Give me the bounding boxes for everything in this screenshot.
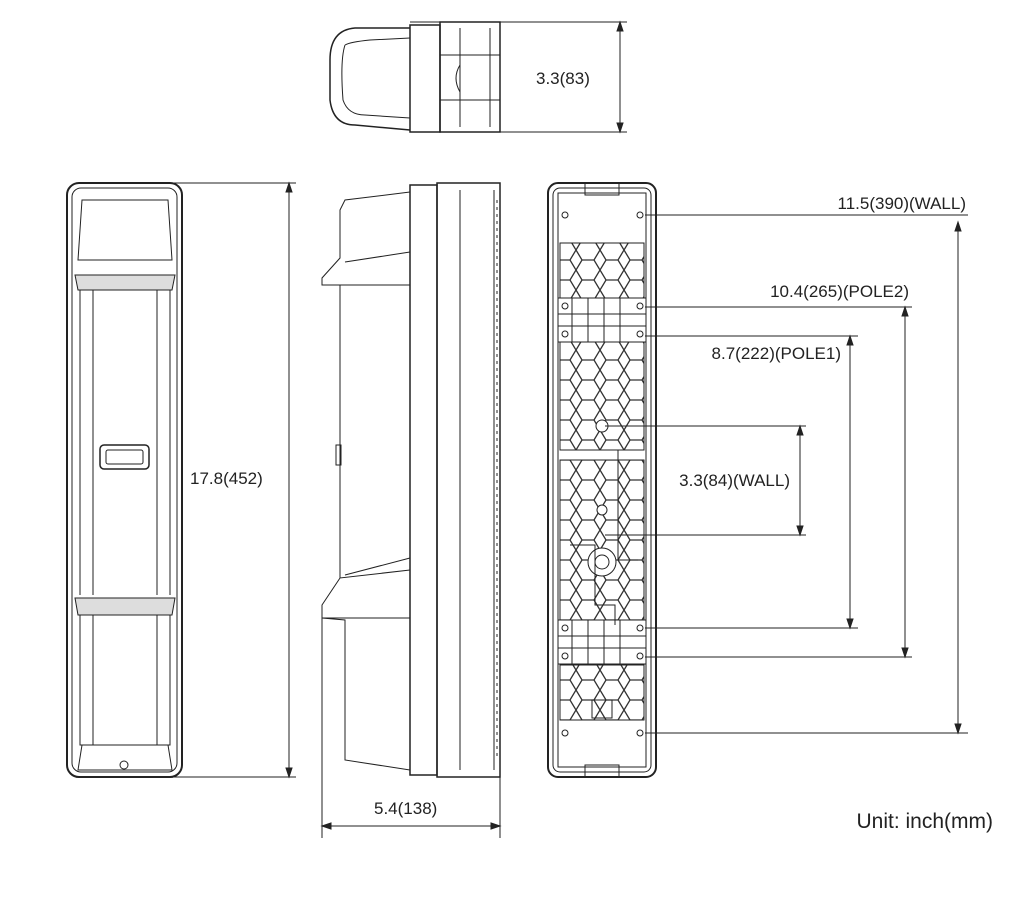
wall-outer-dimension-line [645,214,968,735]
width-dimension-line [320,615,502,838]
top-view [329,21,501,133]
height-dimension-line [160,181,296,779]
width-label: 5.4(138) [374,799,438,818]
wall-inner-label: 3.3(84)(WALL) [679,471,790,490]
wall-inner-dimension-line [605,424,806,537]
pole2-dimension-line [645,305,912,659]
side-view [321,182,501,778]
back-view [547,182,657,778]
depth-dimension-line [410,20,627,134]
pole2-label: 10.4(265)(POLE2) [770,282,909,301]
wall-outer-label: 11.5(390)(WALL) [837,194,967,213]
front-view [66,182,183,778]
depth-label: 3.3(83) [536,69,590,88]
pole1-label: 8.7(222)(POLE1) [711,344,841,363]
height-label: 17.8(452) [190,469,263,488]
unit-note: Unit: inch(mm) [856,810,993,833]
pole1-dimension-line [645,334,858,630]
